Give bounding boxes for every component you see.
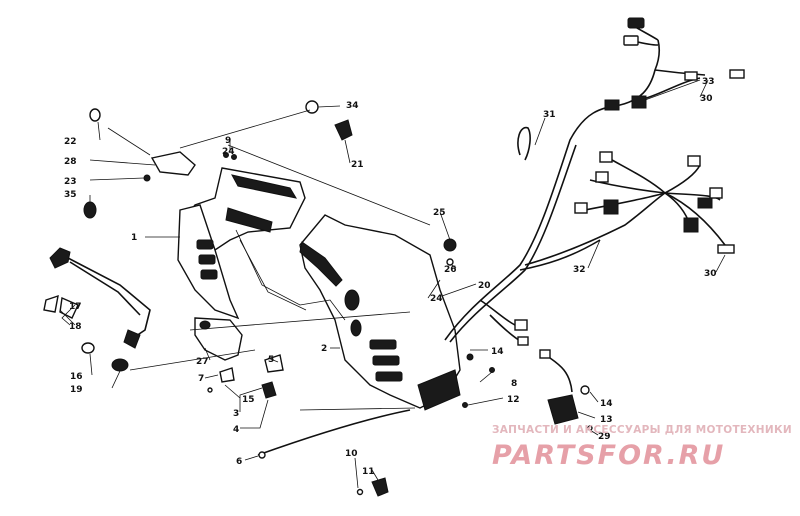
callout-17: 17 (69, 302, 82, 312)
callout-30a: 30 (700, 94, 713, 104)
callout-5: 5 (268, 355, 274, 365)
callout-14a: 14 (491, 347, 504, 357)
callout-13: 13 (600, 415, 613, 425)
leader-lines (59, 79, 726, 489)
watermark: ЗАПЧАСТИ И АКСЕССУАРЫ ДЛЯ МОТОТЕХНИКИ PA… (492, 424, 792, 471)
callout-23: 23 (64, 177, 77, 187)
callout-2: 2 (321, 344, 327, 354)
guide-lines (107, 109, 431, 411)
callout-16: 16 (70, 372, 83, 382)
small-hardware (207, 152, 593, 497)
callout-6: 6 (236, 457, 242, 467)
callout-22: 22 (64, 137, 77, 147)
callout-32: 32 (573, 265, 586, 275)
callout-24a: 24 (222, 147, 235, 157)
callout-30b: 30 (704, 269, 717, 279)
wire-harness (444, 24, 726, 343)
callout-25: 25 (433, 208, 446, 218)
callout-26: 26 (444, 265, 457, 275)
top-components (89, 100, 353, 182)
callout-28: 28 (64, 157, 77, 167)
callout-14b: 14 (600, 399, 613, 409)
callout-8: 8 (511, 379, 517, 389)
callout-4: 4 (233, 425, 239, 435)
callout-1: 1 (131, 233, 137, 243)
connectors (514, 17, 745, 359)
callout-10: 10 (345, 449, 358, 459)
watermark-logo: PARTSFOR.RU (492, 440, 725, 471)
callout-21: 21 (351, 160, 364, 170)
callout-31: 31 (543, 110, 556, 120)
callout-35: 35 (64, 190, 77, 200)
callout-20: 20 (478, 281, 491, 291)
callout-labels: 1 2 3 4 5 6 7 8 9 10 11 12 13 14 14 15 1… (64, 77, 717, 477)
callout-11: 11 (362, 467, 375, 477)
console-housing (177, 167, 461, 411)
callout-7: 7 (198, 374, 204, 384)
callout-33: 33 (702, 77, 715, 87)
callout-18: 18 (69, 322, 82, 332)
callout-12: 12 (507, 395, 520, 405)
left-components (43, 201, 151, 372)
callout-19: 19 (70, 385, 83, 395)
callout-15: 15 (242, 395, 255, 405)
mounting-bracket (194, 317, 243, 361)
callout-29: 29 (598, 432, 611, 442)
callout-27: 27 (196, 357, 209, 367)
watermark-tagline: ЗАПЧАСТИ И АКСЕССУАРЫ ДЛЯ МОТОТЕХНИКИ (492, 424, 792, 436)
regulator (547, 357, 590, 425)
callout-24b: 24 (430, 294, 443, 304)
callout-34: 34 (346, 101, 359, 111)
callout-9: 9 (225, 136, 231, 146)
callout-3: 3 (233, 409, 239, 419)
